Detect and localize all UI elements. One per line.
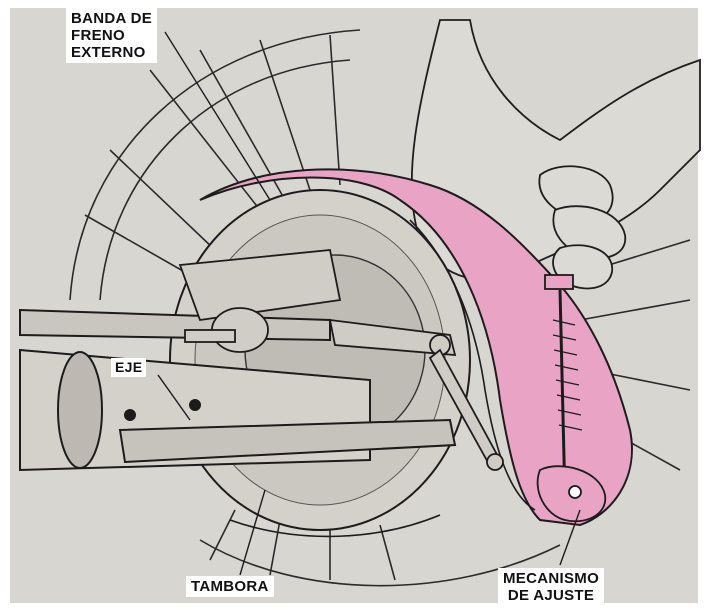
label-banda-line-1: BANDA DE	[71, 10, 152, 27]
adjuster-bolt	[569, 486, 581, 498]
label-mecanismo-line-1: MECANISMO	[503, 570, 599, 587]
bracket-pin	[185, 330, 235, 342]
axle-end	[58, 352, 102, 468]
axle-bolt	[190, 400, 200, 410]
drum	[170, 190, 470, 530]
label-eje: EJE	[111, 358, 146, 377]
label-mecanismo-line-2: DE AJUSTE	[503, 587, 599, 604]
rod-pin	[487, 454, 503, 470]
label-banda-line-2: FRENO	[71, 27, 152, 44]
adjuster-cap	[545, 275, 573, 289]
axle-bolt	[125, 410, 135, 420]
label-mecanismo-de-ajuste: MECANISMO DE AJUSTE	[498, 568, 604, 606]
label-banda-de-freno-externo: BANDA DE FRENO EXTERNO	[66, 8, 157, 63]
label-tambora: TAMBORA	[186, 576, 274, 597]
label-banda-line-3: EXTERNO	[71, 44, 152, 61]
